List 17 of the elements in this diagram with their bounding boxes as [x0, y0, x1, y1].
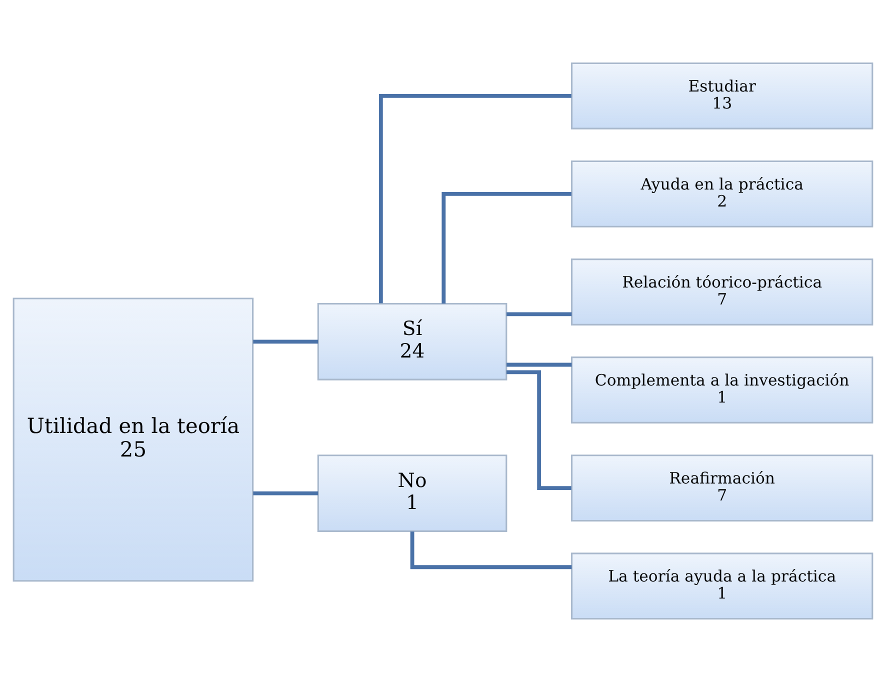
node-box: Reafirmación 7 [570, 454, 874, 522]
connector [253, 339, 318, 344]
node-box: Ayuda en la práctica 2 [570, 160, 874, 227]
connector [442, 191, 572, 304]
node-box: Relación tóorico-práctica 7 [570, 258, 874, 325]
node-box: Sí 24 [317, 302, 508, 380]
connector [253, 490, 318, 495]
connector [506, 312, 572, 316]
connector [378, 93, 572, 303]
connector [410, 531, 572, 569]
node-box: La teoría ayuda a la práctica 1 [570, 552, 874, 620]
node-box: Complementa a la investigación 1 [570, 356, 874, 423]
node-box: No 1 [317, 454, 508, 532]
connector [506, 362, 572, 366]
node-box: Estudiar 13 [570, 62, 874, 129]
connector [506, 370, 572, 490]
node-box: Utilidad en la teoría 25 [12, 297, 254, 582]
